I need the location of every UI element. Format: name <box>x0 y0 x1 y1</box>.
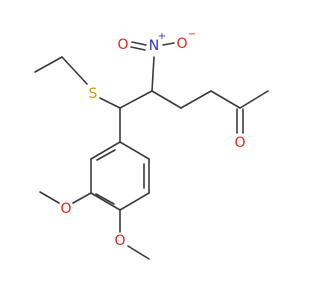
atom-labels: S N + O O − O O O <box>60 29 245 249</box>
sulfur-atom: S <box>89 86 98 102</box>
nitro-nitrogen-charge: + <box>158 31 166 42</box>
bond-n-o-double-2 <box>130 46 146 51</box>
bond-c4-c3 <box>210 90 241 109</box>
ring-double-3 <box>96 149 116 161</box>
ring-bond-6 <box>90 141 121 160</box>
ring-double-2 <box>95 193 115 205</box>
nitro-oxygen-left-atom: O <box>117 37 128 53</box>
bond-o2-ch3 <box>127 245 150 260</box>
ketone-oxygen-atom: O <box>234 135 245 151</box>
structure-canvas: S N + O O − O O O <box>34 29 269 260</box>
bond-s-c7 <box>99 97 121 109</box>
methoxy-oxygen-2-atom: O <box>114 233 125 249</box>
bond-c5-c4 <box>180 90 212 109</box>
nitro-oxygen-right-atom: O <box>176 36 187 52</box>
bond-ethyl-ch2-s <box>61 56 88 85</box>
ring-bond-3 <box>119 192 150 211</box>
bond-c6-c5 <box>151 90 182 109</box>
bond-c6-n <box>151 56 155 92</box>
bond-lines <box>34 41 269 260</box>
bond-ethyl-ch3-ch2 <box>34 56 63 73</box>
ring-bond-1 <box>119 141 150 160</box>
methoxy-oxygen-1-atom: O <box>60 201 71 217</box>
bond-ring-o1 <box>72 192 92 204</box>
bond-n-o-single <box>162 42 175 46</box>
bond-n-o-double-1 <box>131 41 147 46</box>
molecule-diagram: S N + O O − O O O <box>34 29 269 260</box>
bond-c3-methyl <box>239 90 269 109</box>
bond-o1-ch3 <box>39 191 60 204</box>
bond-c7-c6 <box>119 90 153 109</box>
ring-bond-4 <box>90 192 121 211</box>
nitro-nitrogen-atom: N <box>149 38 159 54</box>
nitro-oxygen-right-charge: − <box>188 29 196 40</box>
